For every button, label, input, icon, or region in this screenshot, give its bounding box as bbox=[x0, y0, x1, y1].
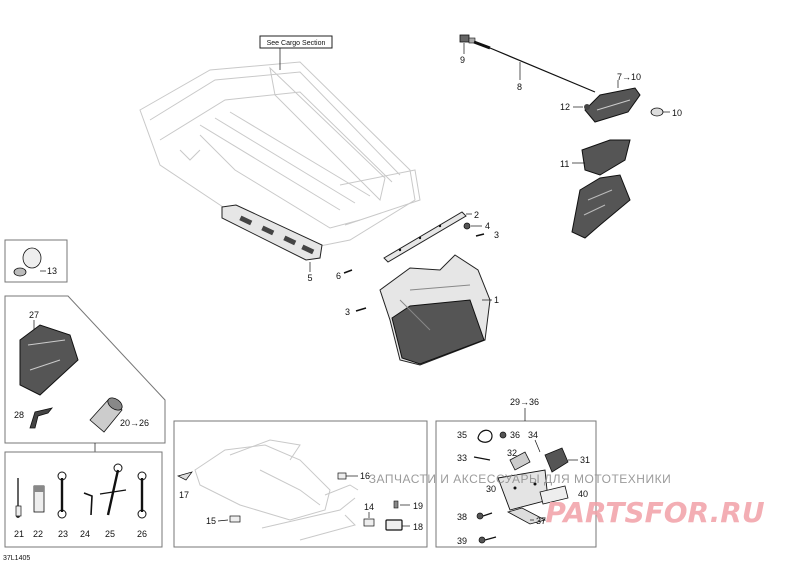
part-3-screw-upper bbox=[475, 233, 485, 237]
callout-40: 40 bbox=[578, 489, 588, 499]
part-31-lamp bbox=[544, 447, 569, 473]
callout-4: 4 bbox=[485, 221, 490, 231]
part-23-wrench bbox=[57, 471, 67, 519]
part-35-cable bbox=[477, 429, 493, 443]
part-21-tool bbox=[15, 478, 22, 518]
snowmobile-outline bbox=[194, 439, 359, 541]
part-5-trim-strip bbox=[221, 204, 323, 261]
watermark-text: ЗАПЧАСТИ И АКСЕССУАРЫ ДЛЯ МОТОТЕХНИКИ bbox=[369, 472, 671, 486]
callout-6: 6 bbox=[336, 271, 341, 281]
part-16-decal bbox=[337, 472, 347, 480]
panel-27-28 bbox=[4, 295, 166, 444]
callout-13: 13 bbox=[47, 266, 57, 276]
part-26-wrench bbox=[137, 471, 147, 519]
callout-19: 19 bbox=[413, 501, 423, 511]
callout-8: 8 bbox=[517, 82, 522, 92]
watermark: ЗАПЧАСТИ И АКСЕССУАРЫ ДЛЯ МОТОТЕХНИКИ PA… bbox=[369, 472, 765, 529]
panel-decals bbox=[173, 420, 428, 548]
part-2-bracket-strip bbox=[383, 211, 467, 263]
callout-34: 34 bbox=[528, 430, 538, 440]
callout-1: 1 bbox=[494, 295, 499, 305]
part-12-grommet bbox=[584, 104, 590, 110]
callout-17: 17 bbox=[179, 490, 189, 500]
callout-5: 5 bbox=[307, 273, 312, 283]
callout-30: 30 bbox=[486, 484, 496, 494]
part-15-decal bbox=[229, 515, 241, 523]
callout-11: 11 bbox=[560, 159, 569, 169]
callout-3-lower: 3 bbox=[345, 307, 350, 317]
callout-35: 35 bbox=[457, 430, 467, 440]
part-38-bolt bbox=[476, 512, 493, 520]
part-17-decal bbox=[177, 471, 193, 481]
panel-13 bbox=[4, 239, 68, 283]
part-4-nut bbox=[463, 222, 471, 230]
callout-33: 33 bbox=[457, 453, 467, 463]
callout-26: 26 bbox=[137, 529, 147, 539]
callout-29-36: 29→36 bbox=[510, 397, 539, 407]
part-19-screw bbox=[393, 500, 399, 509]
drawing-code: 37L1405 bbox=[3, 555, 30, 562]
callout-23: 23 bbox=[58, 529, 68, 539]
callout-32: 32 bbox=[507, 448, 517, 458]
part-40-plate bbox=[539, 485, 569, 505]
part-18-decal bbox=[385, 519, 403, 531]
callout-37: 37 bbox=[536, 516, 546, 526]
callout-7-10: 7→10 bbox=[617, 72, 641, 82]
part-22-fuse bbox=[33, 485, 45, 513]
callout-31: 31 bbox=[580, 455, 590, 465]
part-10-bulb bbox=[650, 107, 664, 117]
part-8-wiring-harness bbox=[473, 40, 596, 93]
part-3-screw-lower bbox=[355, 307, 367, 312]
panel-29-40 bbox=[435, 420, 597, 548]
part-11-housing bbox=[571, 139, 631, 239]
callout-16: 16 bbox=[360, 471, 370, 481]
panel-tools bbox=[4, 451, 163, 548]
callout-9: 9 bbox=[460, 55, 465, 65]
callout-12: 12 bbox=[560, 102, 570, 112]
callout-3-upper: 3 bbox=[494, 230, 499, 240]
callout-38: 38 bbox=[457, 512, 467, 522]
part-20-tool-tube bbox=[89, 397, 123, 433]
part-33-screw bbox=[473, 456, 491, 461]
part-1-snow-flap bbox=[379, 254, 491, 366]
cargo-rack-ghost bbox=[139, 61, 421, 251]
part-37-strip bbox=[506, 507, 547, 525]
callout-24: 24 bbox=[80, 529, 90, 539]
see-cargo-section-text: See Cargo Section bbox=[267, 40, 326, 47]
callout-2: 2 bbox=[474, 210, 479, 220]
callout-27: 27 bbox=[29, 310, 39, 320]
part-14-decal bbox=[363, 518, 375, 527]
callout-18: 18 bbox=[413, 522, 423, 532]
callout-21: 21 bbox=[14, 529, 24, 539]
part-9-connector bbox=[459, 34, 476, 44]
see-cargo-section-box[interactable]: See Cargo Section bbox=[259, 35, 333, 49]
callout-15: 15 bbox=[206, 516, 216, 526]
part-32-light bbox=[509, 451, 531, 471]
part-7-tail-light bbox=[584, 87, 641, 123]
callout-10: 10 bbox=[672, 108, 682, 118]
watermark-logo: PARTSFOR.RU bbox=[545, 496, 764, 529]
part-6-screw bbox=[343, 269, 353, 274]
callout-25: 25 bbox=[105, 529, 115, 539]
part-36-nut bbox=[499, 431, 507, 439]
callout-39: 39 bbox=[457, 536, 467, 546]
part-24-hex-key bbox=[83, 492, 93, 516]
callout-14: 14 bbox=[364, 502, 374, 512]
part-13-reflector bbox=[13, 247, 42, 277]
part-27-bag bbox=[19, 324, 79, 396]
callout-36: 36 bbox=[510, 430, 520, 440]
part-25-spark-plug-wrench bbox=[99, 463, 127, 516]
callout-20-26: 20→26 bbox=[120, 418, 149, 428]
part-39-bolt bbox=[478, 536, 497, 544]
callout-22: 22 bbox=[33, 529, 43, 539]
callout-28: 28 bbox=[14, 410, 24, 420]
part-28-strap bbox=[29, 407, 54, 429]
